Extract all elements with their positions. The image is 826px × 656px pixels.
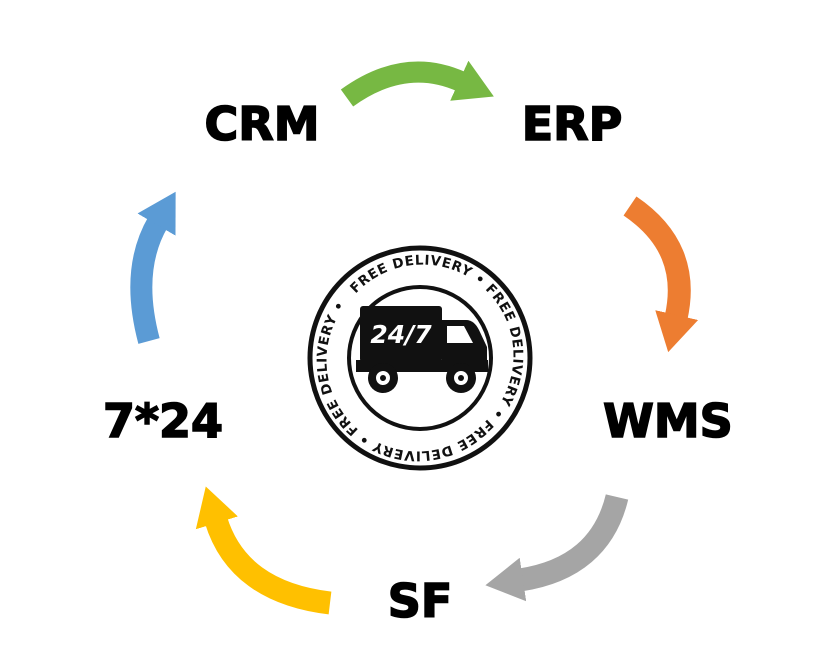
node-label-crm: CRM xyxy=(205,97,320,151)
free-delivery-badge: FREE DELIVERY • FREE DELIVERY • FREE DEL… xyxy=(307,245,533,471)
arrow-wms-to-sf xyxy=(485,494,629,602)
arrow-crm-to-erp xyxy=(340,60,494,107)
node-label-erp: ERP xyxy=(522,97,623,151)
truck-cab-window xyxy=(447,326,473,343)
node-label-724: 7*24 xyxy=(103,394,223,448)
truck-front-wheel-axle xyxy=(458,375,464,381)
truck-247-label: 24/7 xyxy=(370,320,432,349)
arrow-erp-to-wms xyxy=(623,196,699,353)
arrow-724-to-crm xyxy=(130,191,176,344)
node-label-wms: WMS xyxy=(603,394,733,448)
truck-rear-wheel-axle xyxy=(380,375,386,381)
node-label-sf: SF xyxy=(388,574,453,628)
truck-cargo-box xyxy=(360,306,442,362)
delivery-truck-icon: 24/7 xyxy=(356,306,488,393)
arrow-sf-to-724 xyxy=(195,486,332,615)
